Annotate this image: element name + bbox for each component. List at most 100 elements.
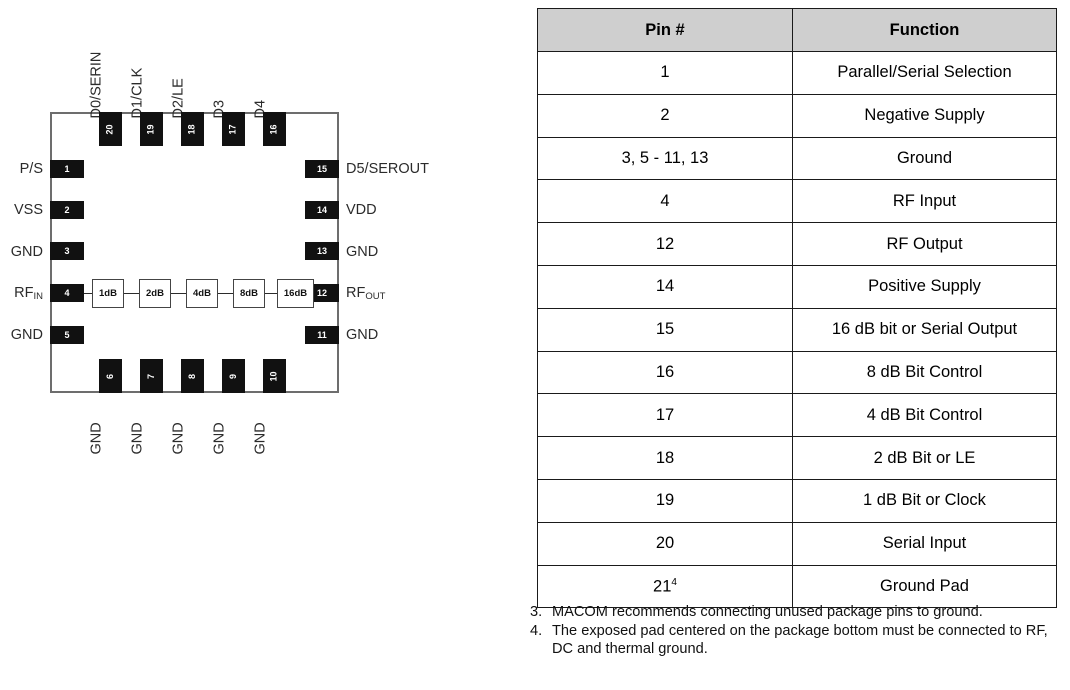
footnote-text: The exposed pad centered on the package …: [552, 622, 1048, 658]
pin-label-d1-clk: D1/CLK: [129, 67, 146, 119]
pad-number: 8: [186, 373, 197, 379]
pad-number: 1: [64, 164, 70, 174]
pad-number: 20: [104, 123, 115, 135]
pad-6: 6: [99, 359, 122, 393]
cell-function: Ground: [792, 136, 1057, 181]
table-row: 20 Serial Input: [537, 521, 1057, 566]
cell-pin: 20: [537, 521, 793, 566]
pin-label-text: RF: [14, 285, 34, 301]
footnote-number: 3.: [530, 604, 543, 620]
pin-label-gnd-11: GND: [346, 328, 378, 343]
pad-15: 15: [305, 160, 339, 178]
pad-17: 17: [222, 112, 245, 146]
cell-pin: 16: [537, 350, 793, 395]
pad-18: 18: [181, 112, 204, 146]
pin-label-text: GND: [346, 327, 379, 343]
cell-function: 1 dB Bit or Clock: [792, 478, 1057, 523]
pad-16: 16: [263, 112, 286, 146]
pad-1: 1: [50, 160, 84, 178]
pad-10: 10: [263, 359, 286, 393]
pin-label-gnd-8: GND: [170, 422, 187, 455]
pin-label-text: GND: [252, 422, 269, 455]
pin-label-text: GND: [211, 422, 228, 455]
attenuator-label: 1dB: [99, 288, 117, 299]
cell-pin: 2: [537, 93, 793, 138]
column-header-pin: Pin #: [537, 8, 793, 52]
cell-function: 16 dB bit or Serial Output: [792, 307, 1057, 352]
pad-number: 5: [64, 330, 70, 340]
pad-9: 9: [222, 359, 245, 393]
pin-label-text: P/S: [19, 161, 43, 177]
pad-number: 10: [268, 370, 279, 382]
pad-5: 5: [50, 326, 84, 344]
cell-pin: 12: [537, 222, 793, 266]
pad-number: 19: [145, 123, 156, 135]
pin-label-text: VSS: [13, 202, 43, 218]
footnote-number: 4.: [530, 622, 543, 639]
pad-number: 17: [227, 123, 238, 135]
pad-number: 6: [104, 373, 115, 379]
pad-number: 2: [64, 205, 70, 215]
attenuator-label: 8dB: [240, 288, 258, 299]
pad-number: 16: [268, 123, 279, 135]
pad-13: 13: [305, 242, 339, 260]
pin-label-d5-serout: D5/SEROUT: [346, 162, 429, 177]
pad-8: 8: [181, 359, 204, 393]
cell-function: Serial Input: [792, 521, 1057, 566]
pad-number: 13: [316, 246, 327, 256]
cell-function: Ground Pad: [792, 564, 1057, 609]
pin-label-gnd-5: GND: [0, 328, 43, 343]
cell-pin-footnote-ref: 4: [671, 576, 677, 588]
cell-pin: 214: [537, 564, 793, 609]
pad-number: 4: [64, 288, 70, 298]
pin-label-text: GND: [170, 422, 187, 455]
footnote-4: 4. The exposed pad centered on the packa…: [530, 622, 1055, 659]
pin-label-text: GND: [10, 244, 43, 260]
cell-function: Parallel/Serial Selection: [792, 51, 1057, 95]
footnote-3: 3. MACOM recommends connecting unused pa…: [530, 603, 1055, 622]
cell-function: Negative Supply: [792, 93, 1057, 138]
cell-function: 2 dB Bit or LE: [792, 436, 1057, 480]
pad-20: 20: [99, 112, 122, 146]
pin-label-gnd-7: GND: [130, 422, 146, 454]
pin-label-rfin: RFIN: [0, 285, 43, 302]
cell-pin: 4: [537, 179, 793, 224]
cell-pin: 19: [537, 478, 793, 523]
cell-pin: 14: [537, 264, 793, 309]
cell-function: Positive Supply: [792, 264, 1057, 309]
pin-label-vdd: VDD: [346, 203, 377, 218]
table-row: 19 1 dB Bit or Clock: [537, 478, 1057, 523]
pad-7: 7: [140, 359, 163, 393]
attenuator-stage-8db: 8dB: [233, 279, 265, 308]
pin-label-rfout: RFOUT: [346, 285, 386, 302]
pad-14: 14: [305, 201, 339, 219]
attenuator-stage-16db: 16dB: [277, 279, 314, 308]
table-row: 17 4 dB Bit Control: [537, 393, 1057, 438]
footnotes-block: 3. MACOM recommends connecting unused pa…: [530, 603, 1055, 659]
cell-function: RF Input: [792, 179, 1057, 224]
pin-label-subscript: OUT: [365, 291, 386, 302]
pin-label-gnd-6: GND: [89, 422, 105, 454]
pad-number: 12: [316, 288, 327, 298]
pin-label-text: D1/CLK: [129, 67, 146, 119]
table-row: 12 RF Output: [537, 222, 1057, 266]
table-row: 15 16 dB bit or Serial Output: [537, 307, 1057, 352]
pin-label-gnd-9: GND: [211, 422, 228, 455]
pin-label-text: RF: [346, 285, 366, 301]
cell-pin: 3, 5 - 11, 13: [537, 136, 793, 181]
cell-function: 4 dB Bit Control: [792, 393, 1057, 438]
table-row: 214 Ground Pad: [537, 564, 1057, 609]
column-header-function: Function: [792, 8, 1057, 52]
pad-3: 3: [50, 242, 84, 260]
pin-label-text: GND: [10, 327, 43, 343]
pad-19: 19: [140, 112, 163, 146]
cell-pin: 18: [537, 436, 793, 480]
pin-label-gnd-13: GND: [346, 245, 378, 260]
attenuator-stage-1db: 1dB: [92, 279, 124, 308]
pin-function-table: Pin # Function 1 Parallel/Serial Selecti…: [537, 8, 1057, 609]
table-row: 3, 5 - 11, 13 Ground: [537, 136, 1057, 181]
pad-number: 18: [186, 123, 197, 135]
pin-function-table-container: Pin # Function 1 Parallel/Serial Selecti…: [537, 8, 1057, 609]
pad-number: 11: [317, 330, 327, 340]
pad-number: 14: [316, 205, 327, 215]
